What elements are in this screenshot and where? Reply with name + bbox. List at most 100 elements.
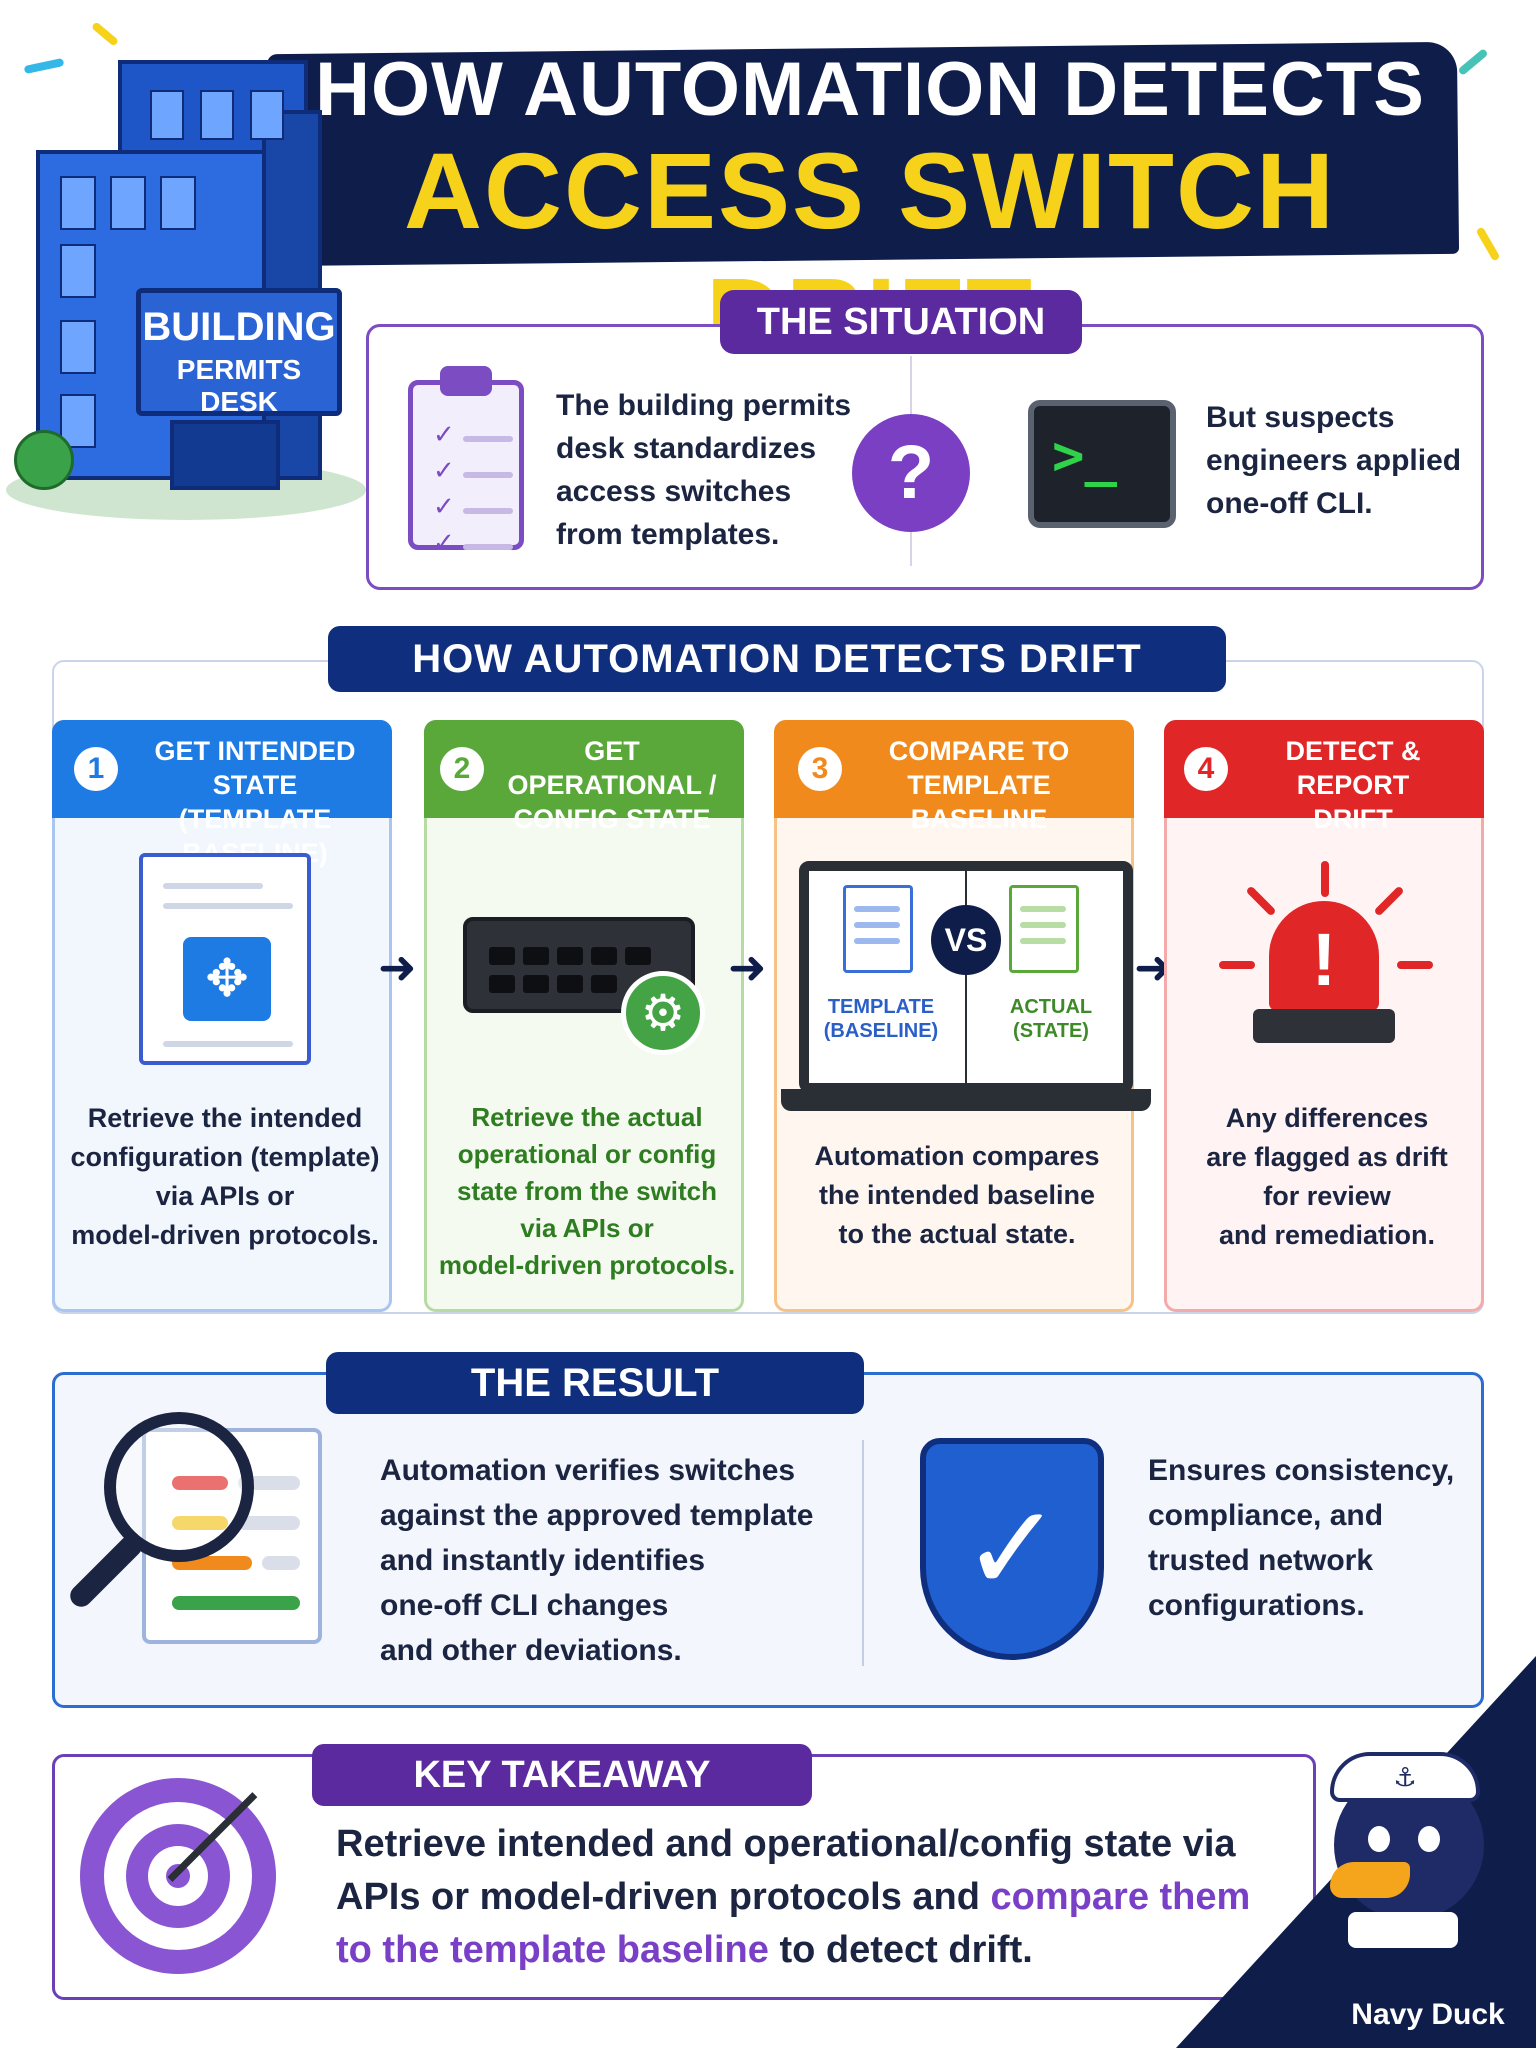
result-left-line: and other deviations. [380,1634,682,1667]
confetti-piece [1475,226,1501,262]
brand-name: Navy Duck [1351,1998,1505,2031]
confetti-piece [23,57,65,75]
step-body-line: to the actual state. [838,1219,1076,1249]
step-body-line: and remediation. [1218,1220,1436,1250]
gear-icon: ⚙ [621,971,705,1055]
building-window [110,176,146,230]
result-right-line: trusted network [1148,1544,1374,1577]
result-left-line: and instantly identifies [380,1544,706,1577]
siren-ray [1373,885,1405,917]
template-label-line: TEMPLATE [827,996,935,1018]
step-number-3: 3 [798,747,842,791]
step-body-line: Retrieve the actual [471,1102,703,1132]
result-left-line: Automation verifies switches [380,1454,796,1487]
bush-icon [14,430,74,490]
duck-eye [1418,1826,1440,1852]
result-label: THE RESULT [326,1352,864,1414]
step-title-line: COMPARE TO [888,736,1070,766]
result-right-line: compliance, and [1148,1499,1384,1532]
duck-beak [1330,1862,1410,1898]
building-sign: BUILDING PERMITS DESK [136,288,342,417]
document-icon: ✥ [139,853,311,1065]
situation-panel [366,324,1484,590]
actual-doc-icon [1009,885,1079,973]
terminal-icon: >_ [1028,400,1176,528]
building-window [160,176,196,230]
building-sign-line2: PERMITS DESK [176,354,302,417]
result-left-text: Automation verifies switches against the… [380,1448,840,1673]
siren-ray [1245,885,1277,917]
template-label-line: (BASELINE) [823,1020,939,1042]
step-header-3: 3 COMPARE TO TEMPLATE BASELINE [774,720,1134,834]
step-title-4: DETECT & REPORT DRIFT [1226,734,1480,836]
laptop-icon: TEMPLATE (BASELINE) ACTUAL (STATE) VS [799,861,1133,1093]
vs-badge: VS [931,905,1001,975]
actual-label-line: (STATE) [1013,1020,1089,1042]
result-right-line: Ensures consistency, [1148,1454,1455,1487]
takeaway-text: Retrieve intended and operational/config… [336,1818,1296,1977]
situation-right-text: But suspects engineers applied one-off C… [1206,396,1466,525]
result-right-line: configurations. [1148,1589,1365,1622]
step-body-line: for review [1263,1181,1391,1211]
building-window [60,244,96,298]
situation-right-line: engineers applied [1206,444,1462,477]
step-card-3: 3 COMPARE TO TEMPLATE BASELINE TEMPLATE … [774,720,1151,1312]
siren-icon: ! [1269,901,1379,1011]
situation-left-line: from templates. [556,518,780,551]
step-title-line: CONFIG STATE [513,804,711,834]
building-window [60,176,96,230]
situation-left-line: desk standardizes [556,432,817,465]
siren-base [1253,1009,1395,1043]
step-number-4: 4 [1184,747,1228,791]
step-header-2: 2 GET OPERATIONAL / CONFIG STATE [424,720,744,834]
step-body-line: configuration (template) [70,1142,380,1172]
building-window [200,90,234,140]
actual-label-line: ACTUAL [1009,996,1093,1018]
step-body-line: via APIs or [520,1213,654,1243]
takeaway-text-plain: Retrieve intended and operational/config… [336,1823,1236,1918]
move-arrows-icon: ✥ [183,937,271,1021]
step-body-3: Automation compares the intended baselin… [781,1137,1133,1254]
situation-label: THE SITUATION [720,290,1082,354]
step-title-line: TEMPLATE BASELINE [907,770,1051,834]
process-label: HOW AUTOMATION DETECTS DRIFT [328,626,1226,692]
siren-ray [1219,961,1255,969]
page-title-line1: HOW AUTOMATION DETECTS [315,47,1425,132]
template-label: TEMPLATE (BASELINE) [819,995,943,1043]
clipboard-icon: ✓ ✓ ✓ ✓ [408,380,524,557]
situation-left-text: The building permits desk standardizes a… [556,384,856,556]
situation-right-line: But suspects [1206,401,1395,434]
step-title-1: GET INTENDED STATE (TEMPLATE BASELINE) [122,734,388,870]
step-header-4: 4 DETECT & REPORT DRIFT [1164,720,1484,834]
arrow-right-icon: ➜ [378,941,417,993]
clipboard-clip [440,366,492,396]
template-doc-icon [843,885,913,973]
step-body-line: the intended baseline [818,1180,1096,1210]
step-title-line: DRIFT [1313,804,1393,834]
building-window [60,320,96,374]
result-left-line: one-off CLI changes [380,1589,669,1622]
step-title-line: DETECT & REPORT [1285,736,1421,800]
step-body-2: Retrieve the actual operational or confi… [431,1099,743,1284]
step-card-4: 4 DETECT & REPORT DRIFT ! Any difference… [1164,720,1484,1312]
building-window [250,90,284,140]
step-number-2: 2 [440,747,484,791]
building-sign-line1: BUILDING [142,305,336,349]
laptop-base [781,1089,1151,1111]
step-number-1: 1 [74,747,118,791]
confetti-piece [1457,48,1489,76]
step-header-1: 1 GET INTENDED STATE (TEMPLATE BASELINE) [52,720,392,868]
step-body-line: via APIs or [155,1181,295,1211]
building-window [150,90,184,140]
situation-left-line: The building permits [556,389,852,422]
step-body-line: are flagged as drift [1206,1142,1448,1172]
confetti-piece [90,21,120,47]
step-body-line: model-driven protocols. [438,1250,736,1280]
sailor-hat-icon: ⚓ [1330,1752,1480,1802]
step-title-line: GET INTENDED STATE [154,736,356,800]
siren-ray [1397,961,1433,969]
actual-label: ACTUAL (STATE) [989,995,1113,1043]
step-card-1: 1 GET INTENDED STATE (TEMPLATE BASELINE)… [52,720,392,1312]
situation-right-line: one-off CLI. [1206,487,1373,520]
result-right-text: Ensures consistency, compliance, and tru… [1148,1448,1478,1628]
